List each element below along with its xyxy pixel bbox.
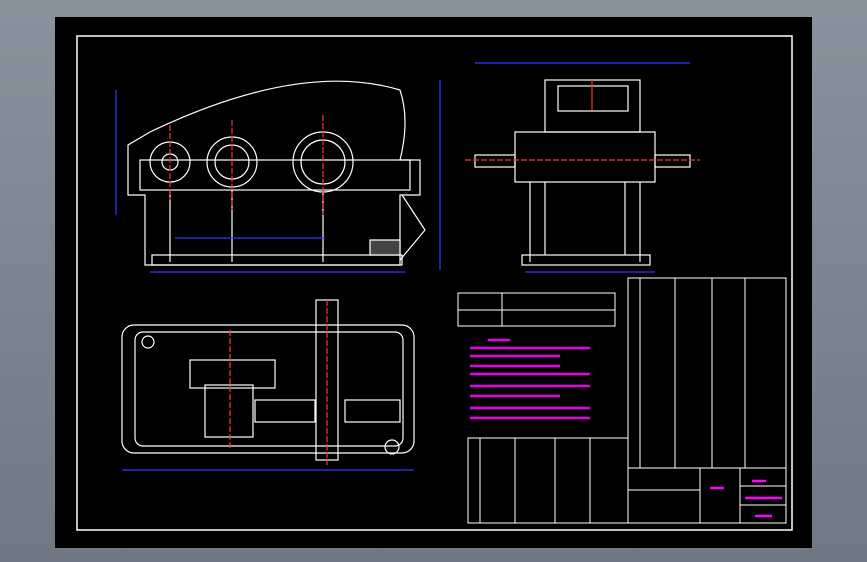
tech-table (457, 292, 616, 327)
drawing-sheet[interactable] (55, 17, 812, 548)
tech-notes (470, 338, 590, 420)
title-block (627, 467, 787, 524)
title-block-text (710, 479, 782, 518)
front-view (115, 80, 441, 273)
top-section-view (121, 299, 415, 471)
parts-list (467, 277, 787, 524)
side-view (465, 62, 700, 273)
drawing-border (76, 35, 793, 531)
